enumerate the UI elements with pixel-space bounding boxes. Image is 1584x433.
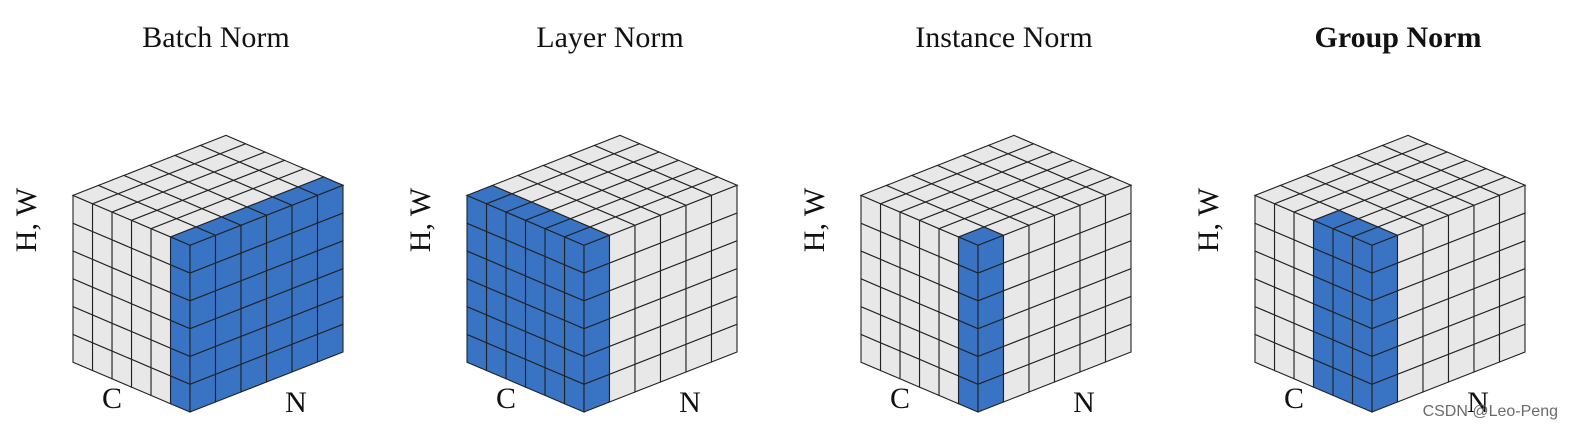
cube-panel-3: Instance Norm H, W C N <box>798 21 1133 419</box>
panel-title: Batch Norm <box>142 21 289 54</box>
c-axis-label: C <box>1284 382 1304 415</box>
hw-axis-label: H, W <box>404 187 437 252</box>
cube-panel-1: Batch Norm H, W C N <box>10 21 345 419</box>
n-axis-label: N <box>285 386 307 419</box>
watermark: CSDN @Leo-Peng <box>1422 403 1558 420</box>
cube-panel-2: Layer Norm H, W C N <box>404 21 739 419</box>
panel-title: Layer Norm <box>536 21 683 54</box>
hw-axis-label: H, W <box>10 187 43 252</box>
n-axis-label: N <box>1073 386 1095 419</box>
top-face-cell <box>987 134 1035 155</box>
hw-axis-label: H, W <box>798 187 831 252</box>
top-face-cell <box>199 134 247 155</box>
panel-title: Instance Norm <box>915 21 1092 54</box>
c-axis-label: C <box>102 382 122 415</box>
cube-panel-4: Group Norm H, W C N <box>1192 21 1527 419</box>
n-axis-label: N <box>679 386 701 419</box>
panel-title: Group Norm <box>1315 21 1482 54</box>
top-face-cell <box>593 134 641 155</box>
c-axis-label: C <box>890 382 910 415</box>
n-axis-label: N <box>1467 386 1489 419</box>
top-face-cell <box>1381 134 1429 155</box>
c-axis-label: C <box>496 382 516 415</box>
hw-axis-label: H, W <box>1192 187 1225 252</box>
